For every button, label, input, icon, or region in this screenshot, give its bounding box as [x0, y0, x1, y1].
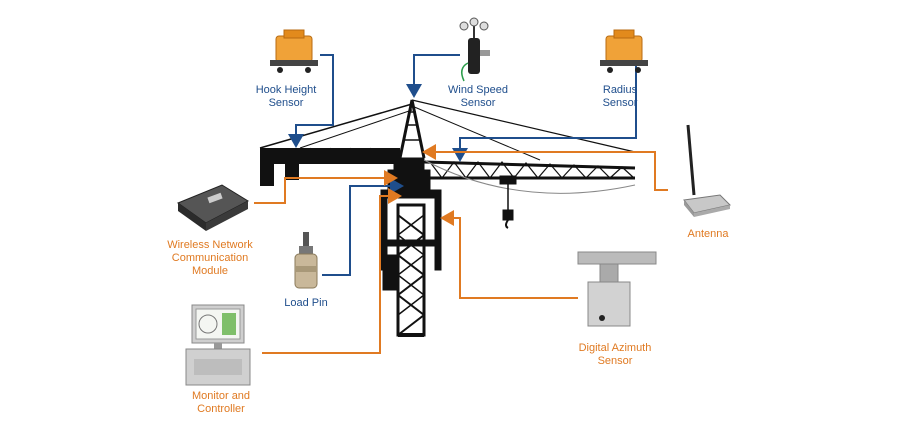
hook-height-line2: Sensor — [268, 97, 304, 109]
load-pin-icon — [294, 232, 318, 289]
tower-head — [398, 99, 426, 159]
azimuth-line2: Sensor — [597, 355, 633, 367]
trolley-hook — [499, 175, 517, 229]
climbing-frame — [380, 189, 442, 291]
monitor-icon — [185, 304, 251, 386]
wind-speed-line2: Sensor — [460, 97, 496, 109]
orange-connectors — [254, 144, 668, 354]
hook-height-connector — [288, 54, 334, 148]
load-pin-connector — [322, 178, 404, 276]
monitor-line1: Monitor and — [191, 390, 251, 402]
hook-height-sensor-label: Hook Height Sensor — [246, 84, 326, 110]
wireless-line2: Communication — [171, 252, 249, 264]
wireless-network-module-label: Wireless Network Communication Module — [150, 239, 270, 278]
azimuth-connector — [440, 210, 578, 299]
tower-crane — [259, 99, 636, 337]
antenna-label: Antenna — [678, 228, 738, 241]
monitor-controller-label: Monitor and Controller — [176, 390, 266, 416]
load-pin-label: Load Pin — [276, 297, 336, 310]
radius-line1: Radius — [602, 84, 638, 96]
monitor-line2: Controller — [197, 403, 245, 415]
main-jib — [411, 99, 636, 194]
hook-height-line1: Hook Height — [255, 84, 317, 96]
radius-sensor-label: Radius Sensor — [590, 84, 650, 110]
antenna-icon — [683, 124, 731, 217]
crane-mast — [396, 203, 426, 337]
wind-speed-sensor-label: Wind Speed Sensor — [438, 84, 518, 110]
router-icon — [176, 184, 250, 231]
wind-speed-line1: Wind Speed — [448, 84, 508, 96]
antenna-connector — [422, 144, 668, 191]
digital-azimuth-sensor-label: Digital Azimuth Sensor — [560, 342, 670, 368]
wind-speed-connector — [406, 54, 460, 98]
azimuth-line1: Digital Azimuth — [578, 342, 652, 354]
load-pin-line1: Load Pin — [284, 297, 328, 309]
radius-line2: Sensor — [602, 97, 638, 109]
counter-jib — [259, 103, 413, 186]
wireless-line3: Module — [191, 265, 229, 277]
azimuth-sensor-icon — [577, 251, 657, 327]
wireless-connector — [254, 170, 398, 204]
anemometer-icon — [459, 17, 490, 82]
antenna-line1: Antenna — [687, 228, 729, 240]
orange-sensor-box-icon — [600, 29, 648, 73]
monitor-connector — [262, 188, 402, 354]
wireless-line1: Wireless Network — [167, 239, 253, 251]
orange-sensor-box-icon — [270, 29, 318, 73]
